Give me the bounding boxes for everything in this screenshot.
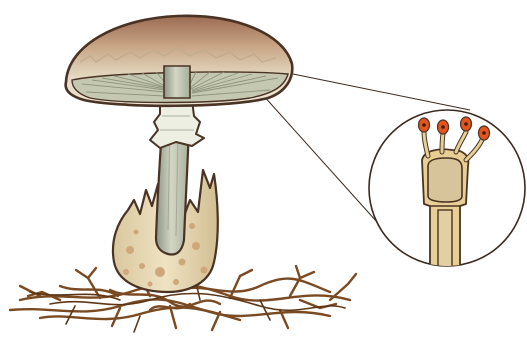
cap	[66, 16, 293, 106]
basidium-zoom	[369, 110, 525, 270]
